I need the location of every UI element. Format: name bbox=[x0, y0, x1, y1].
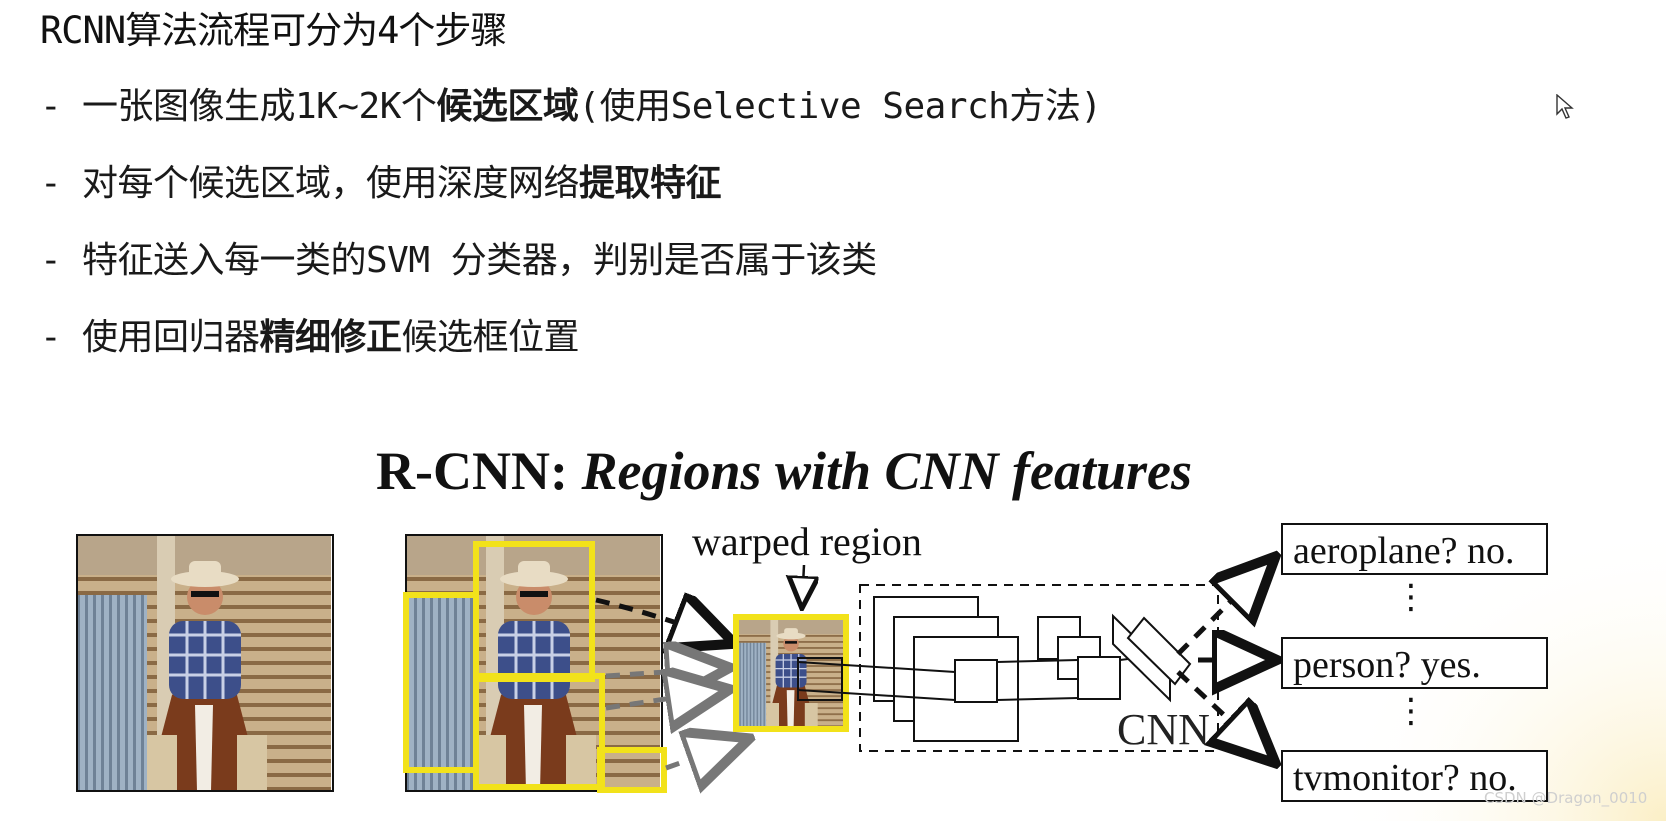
figure-title: R-CNN: Regions with CNN features bbox=[376, 440, 1192, 502]
watermark: CSDN @Dragon_0010 bbox=[1484, 789, 1647, 807]
cnn-label: CNN bbox=[1117, 704, 1210, 755]
classifier-person: person? yes. bbox=[1281, 637, 1548, 689]
classifier-ellipsis: ⋮ bbox=[1394, 580, 1428, 614]
classifier-ellipsis: ⋮ bbox=[1394, 694, 1428, 728]
warped-region-image bbox=[736, 565, 846, 729]
mouse-cursor-icon bbox=[1556, 94, 1574, 124]
region-proposals-image bbox=[406, 535, 664, 791]
warped-pointer-arrow bbox=[802, 565, 804, 606]
input-image bbox=[77, 535, 333, 791]
classifier-aeroplane: aeroplane? no. bbox=[1281, 523, 1548, 575]
figure-title-plain: R-CNN: bbox=[376, 441, 581, 501]
warped-region-label: warped region bbox=[692, 518, 922, 565]
figure-title-italic: Regions with CNN features bbox=[581, 441, 1192, 501]
